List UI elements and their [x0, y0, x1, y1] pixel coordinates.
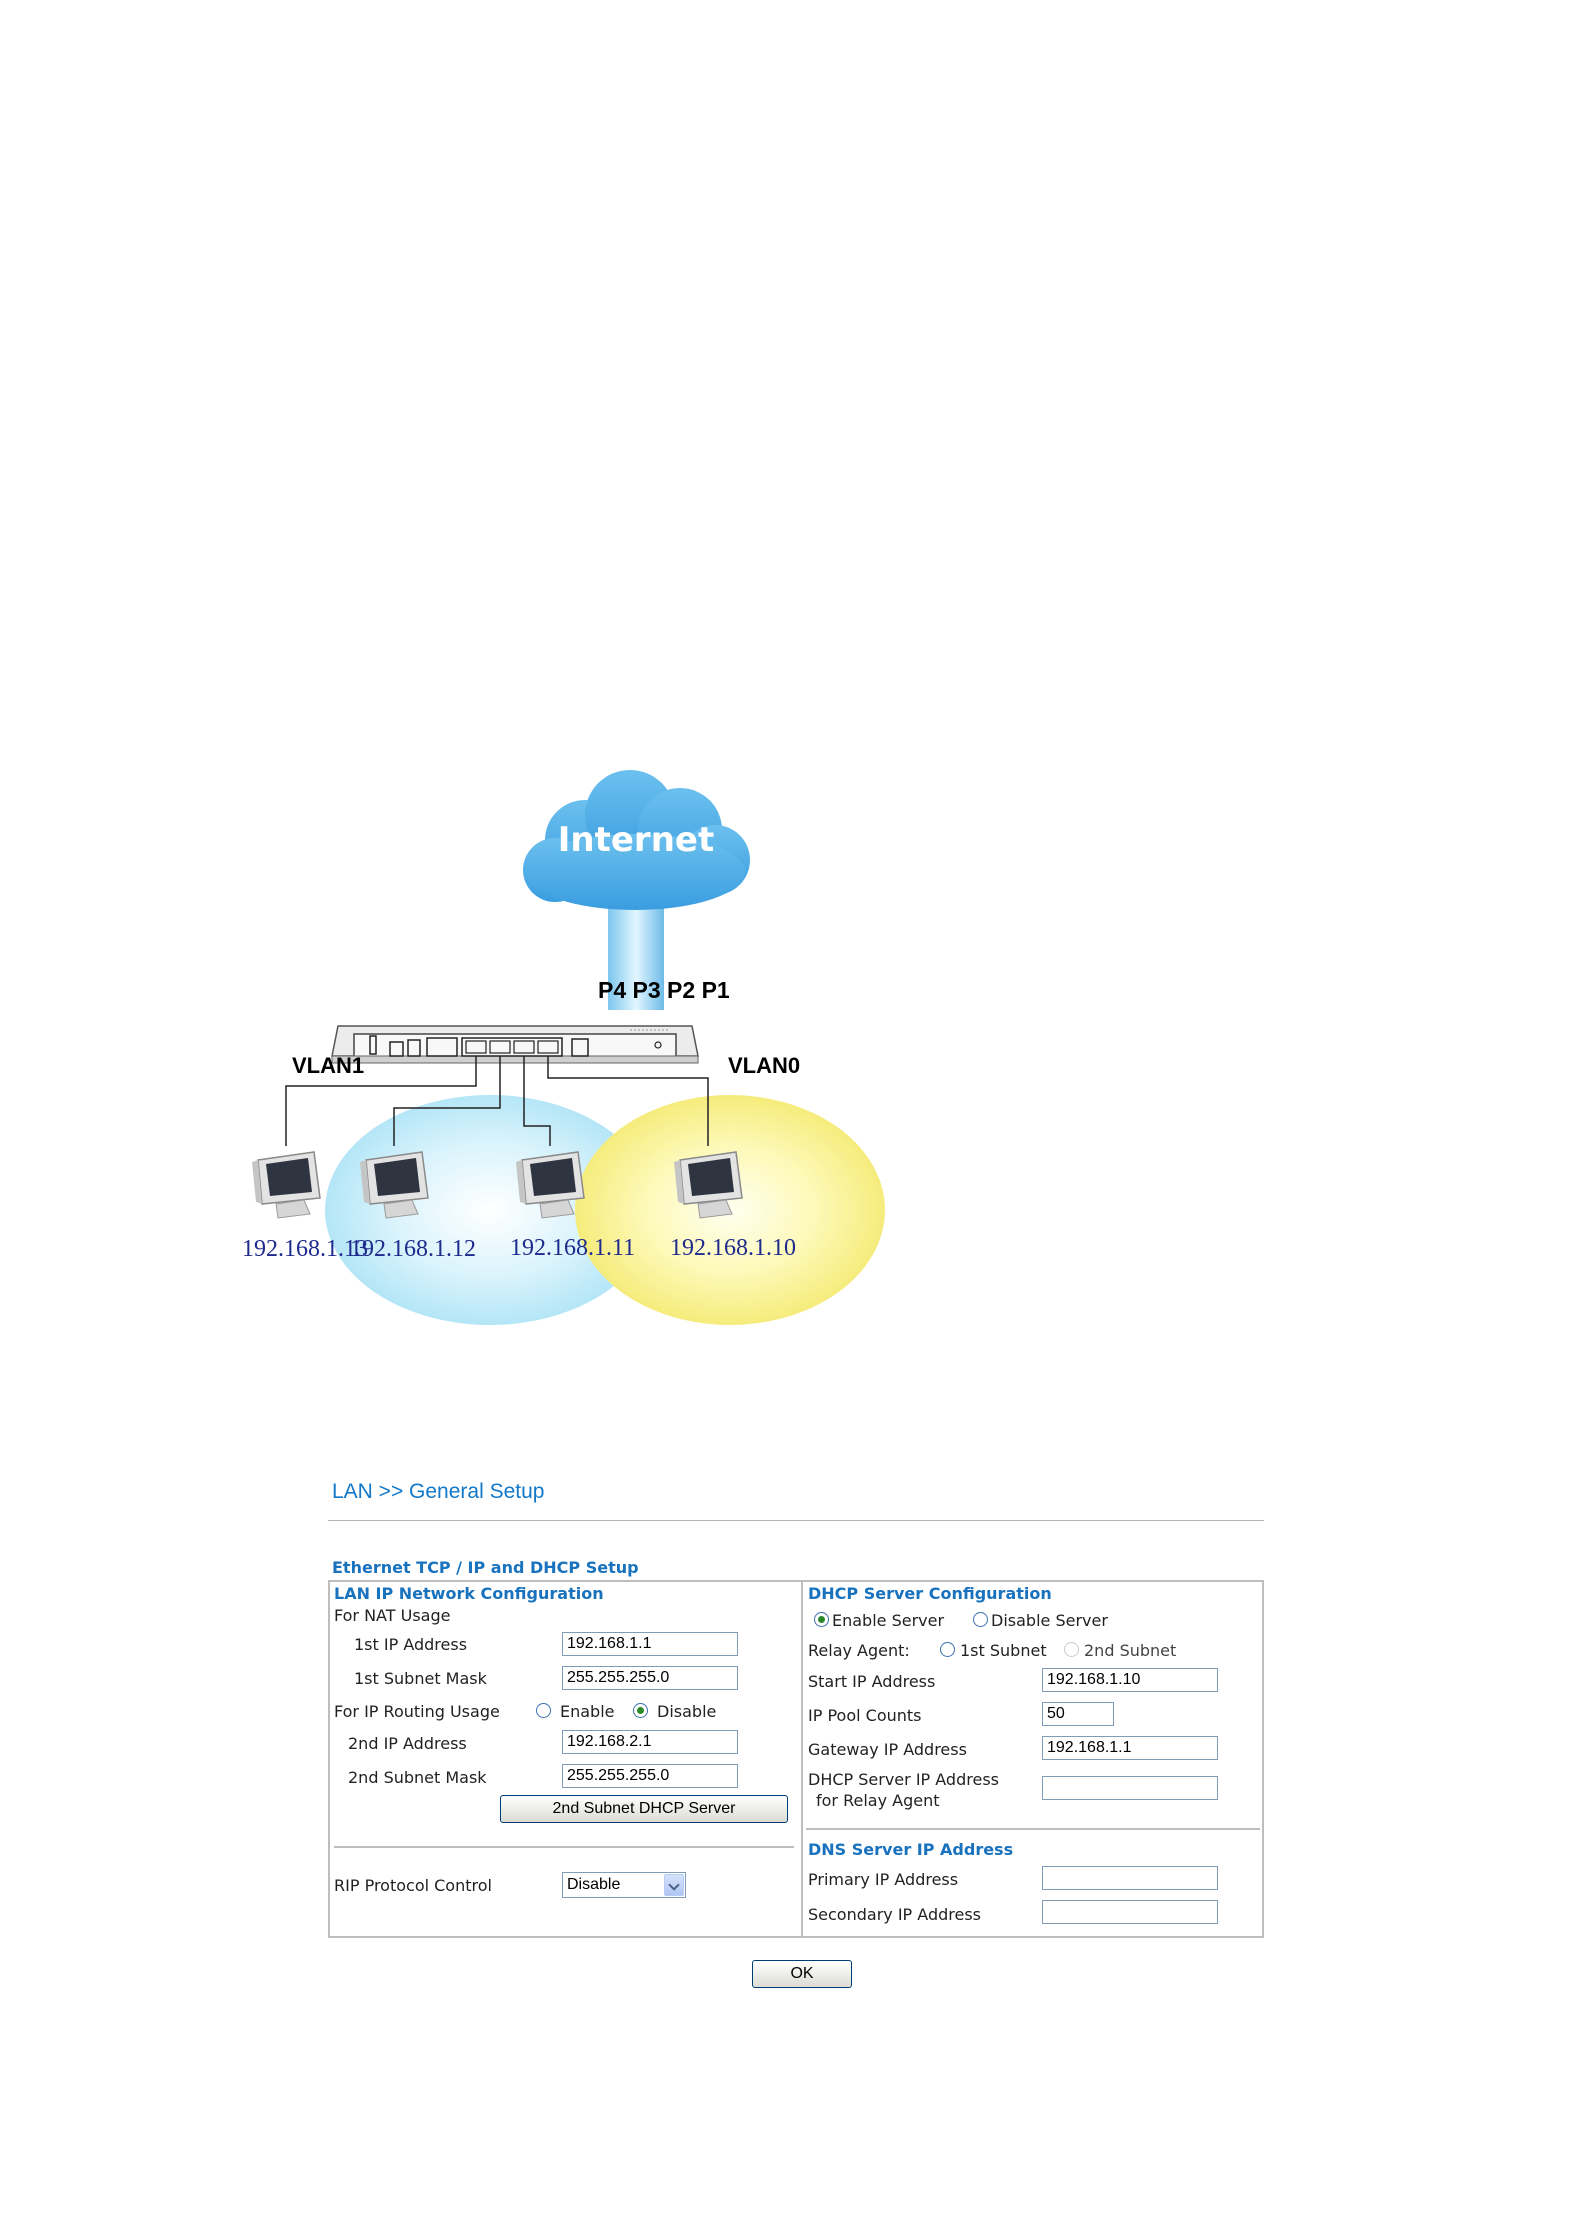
internet-label: Internet: [558, 820, 714, 860]
host-ip-label: 192.168.1.13: [242, 1236, 368, 1262]
dhcp-disable-radio[interactable]: [973, 1612, 988, 1627]
host-ip-label: 192.168.1.10: [670, 1235, 796, 1261]
start-ip-input[interactable]: [1042, 1668, 1218, 1692]
primary-dns-input[interactable]: [1042, 1866, 1218, 1890]
dhcp-enable-label: Enable Server: [832, 1611, 945, 1630]
routing-enable-label: Enable: [560, 1702, 615, 1721]
host-ip-label: 192.168.1.12: [350, 1236, 476, 1262]
mask2-label: 2nd Subnet Mask: [348, 1768, 487, 1787]
dns-heading: DNS Server IP Address: [808, 1840, 1014, 1859]
relay-server-ip-input[interactable]: [1042, 1776, 1218, 1800]
subnet2-dhcp-server-button[interactable]: 2nd Subnet DHCP Server: [500, 1795, 788, 1823]
dhcp-enable-radio[interactable]: [814, 1612, 829, 1627]
ip2-input[interactable]: [562, 1730, 738, 1754]
pool-counts-input[interactable]: [1042, 1702, 1114, 1726]
host-ip-label: 192.168.1.11: [510, 1235, 635, 1261]
pc-monitor-icon: [674, 1151, 743, 1219]
mask2-input[interactable]: [562, 1764, 738, 1788]
start-ip-label: Start IP Address: [808, 1672, 936, 1691]
dhcp-heading: DHCP Server Configuration: [808, 1584, 1052, 1603]
section-title: Ethernet TCP / IP and DHCP Setup: [332, 1558, 639, 1577]
routing-disable-radio[interactable]: [633, 1703, 648, 1718]
ip2-label: 2nd IP Address: [348, 1734, 467, 1753]
relay-1st-subnet-radio[interactable]: [940, 1642, 955, 1657]
primary-dns-label: Primary IP Address: [808, 1870, 959, 1889]
ok-button[interactable]: OK: [752, 1960, 852, 1988]
title-divider: [328, 1520, 1264, 1521]
rip-control-select[interactable]: Disable: [562, 1872, 686, 1898]
gateway-ip-input[interactable]: [1042, 1736, 1218, 1760]
gateway-ip-label: Gateway IP Address: [808, 1740, 967, 1759]
vlan-network-diagram: Internet P4 P3 P2 P1 VLAN1 VLAN0: [242, 770, 885, 1325]
relay-2nd-subnet-radio[interactable]: [1064, 1642, 1079, 1657]
column-divider: [801, 1582, 803, 1936]
lan-rip-divider: [334, 1846, 794, 1848]
ip1-input[interactable]: [562, 1632, 738, 1656]
relay-server-ip-label: DHCP Server IP Address: [808, 1770, 999, 1789]
router-icon: [331, 1025, 699, 1064]
dhcp-disable-label: Disable Server: [991, 1611, 1108, 1630]
port-labels: P4 P3 P2 P1: [598, 977, 730, 1003]
setup-table: LAN IP Network Configuration For NAT Usa…: [328, 1580, 1264, 1938]
dhcp-dns-divider: [806, 1828, 1260, 1830]
relay-agent-label: Relay Agent:: [808, 1641, 910, 1660]
ip1-label: 1st IP Address: [354, 1635, 468, 1654]
chevron-down-icon[interactable]: [664, 1874, 684, 1896]
vlan0-label: VLAN0: [728, 1053, 800, 1078]
mask1-label: 1st Subnet Mask: [354, 1669, 487, 1688]
ethernet-cables: [285, 1056, 709, 1146]
pool-counts-label: IP Pool Counts: [808, 1706, 922, 1725]
mask1-input[interactable]: [562, 1666, 738, 1690]
routing-disable-label: Disable: [657, 1702, 717, 1721]
secondary-dns-input[interactable]: [1042, 1900, 1218, 1924]
internet-link: [608, 890, 664, 1010]
relay-2nd-subnet-label: 2nd Subnet: [1084, 1641, 1177, 1660]
relay-1st-subnet-label: 1st Subnet: [960, 1641, 1047, 1660]
pc-monitor-icon: [252, 1151, 321, 1219]
rip-control-label: RIP Protocol Control: [334, 1876, 492, 1895]
page-title: LAN >> General Setup: [332, 1480, 545, 1503]
nat-usage-label: For NAT Usage: [334, 1606, 451, 1625]
relay-server-ip-label-line2: for Relay Agent: [816, 1791, 940, 1810]
rip-control-value: Disable: [567, 1876, 621, 1893]
pc-monitor-icon: [516, 1151, 585, 1219]
routing-enable-radio[interactable]: [536, 1703, 551, 1718]
lan-ip-heading: LAN IP Network Configuration: [334, 1584, 604, 1603]
pc-monitor-icon: [360, 1151, 429, 1219]
routing-usage-label: For IP Routing Usage: [334, 1702, 500, 1721]
internet-cloud-icon: [523, 770, 750, 910]
secondary-dns-label: Secondary IP Address: [808, 1905, 981, 1924]
vlan1-label: VLAN1: [292, 1053, 364, 1078]
